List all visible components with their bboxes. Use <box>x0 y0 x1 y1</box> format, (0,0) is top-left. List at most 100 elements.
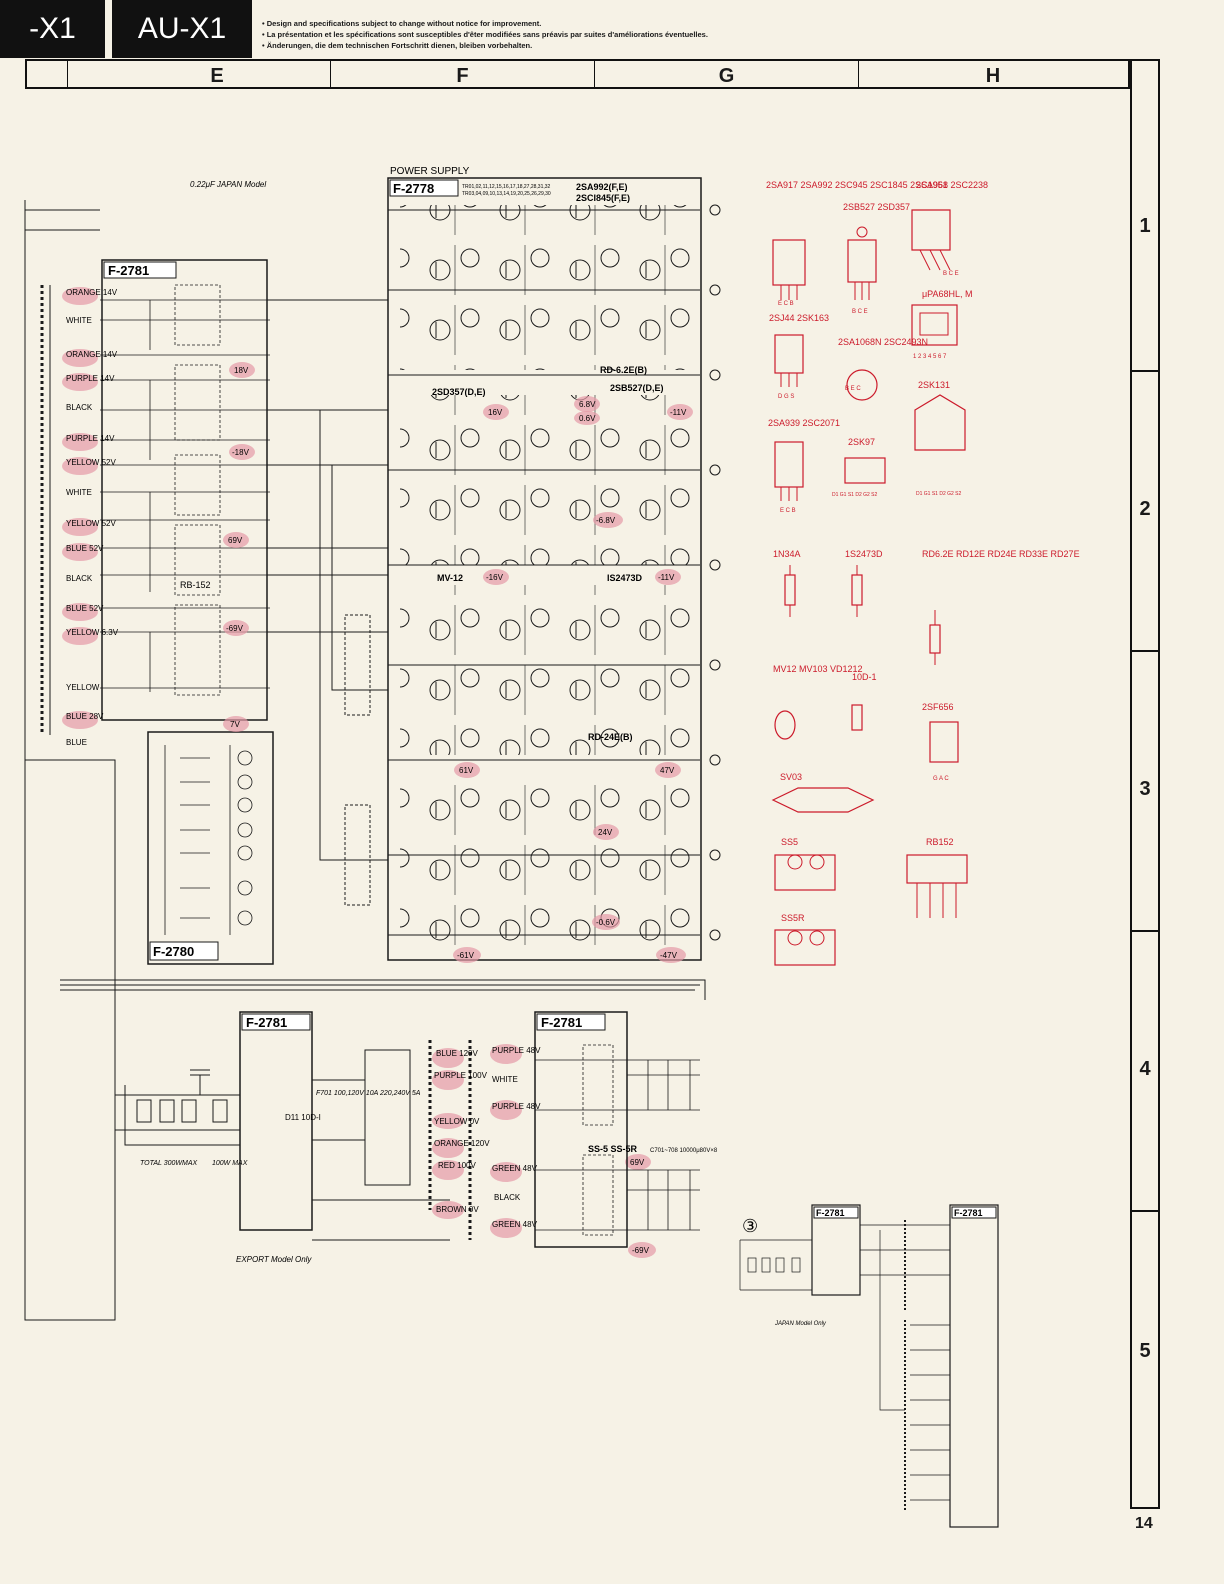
part-1n34a: 1N34A <box>773 549 801 617</box>
voltage-mark: -47V <box>660 951 678 960</box>
fuse-f701-note: F701 100,120V 10A 220,240V 5A <box>316 1090 421 1097</box>
xfmr-label: PURPLE 48V <box>492 1102 541 1111</box>
part-10d1: 10D-1 <box>851 672 877 731</box>
xfmr-label: PURPLE 100V <box>434 1071 488 1080</box>
board-label-f2780: F-2780 <box>153 944 194 959</box>
part-label: 2SJ44 2SK163 <box>769 313 829 323</box>
spec-note-en: Design and specifications subject to cha… <box>262 18 708 29</box>
voltage-marks: 18V -18V 69V -69V 7V -6.8V -11V 16V 6.8V… <box>223 362 693 1258</box>
voltage-mark: 7V <box>230 720 240 729</box>
total-max-note: TOTAL 300WMAX <box>140 1160 198 1167</box>
board-label-f2781-br: F-2781 <box>541 1015 582 1030</box>
voltage-mark: 16V <box>488 408 503 417</box>
board-label-f2781-inset-b: F-2781 <box>954 1208 983 1218</box>
fuse-d11-label: D11 10D-I <box>285 1113 321 1122</box>
tr-type-2sb527: 2SB527(D,E) <box>610 383 664 393</box>
japan-model-only-note: JAPAN Model Only <box>774 1321 827 1327</box>
wire-label: BLACK <box>66 574 93 583</box>
part-2sk97: 2SK97 D1 G1 S1 D2 G2 S2 <box>832 437 886 498</box>
part-rb152: RB152 <box>906 837 968 918</box>
xfmr-label: ORANGE 120V <box>434 1139 490 1148</box>
part-pins: 1 2 3 4 5 6 7 <box>913 354 947 360</box>
board-label-f2778: F-2778 <box>393 181 434 196</box>
voltage-mark: -18V <box>232 448 250 457</box>
varicap-mv12-label: MV-12 <box>437 573 463 583</box>
part-label: 2SA1068N 2SC2493N <box>838 337 928 347</box>
row-label-5: 5 <box>1139 1340 1151 1362</box>
part-pins: B E C <box>845 386 861 392</box>
part-label: 2SB527 2SD357 <box>843 202 910 212</box>
part-label: 2SA939 2SC2071 <box>768 418 840 428</box>
voltage-mark: -11V <box>670 408 687 417</box>
circle-three-marker: ③ <box>742 1216 758 1236</box>
tr-type-2sc1845: 2SCI845(F,E) <box>576 193 630 203</box>
part-pins: E C B <box>778 301 794 307</box>
part-label: RB152 <box>926 837 954 847</box>
part-label: 2SA917 2SA992 2SC945 2SC1845 2SC1951 <box>766 180 948 190</box>
voltage-mark: -61V <box>457 951 475 960</box>
part-2sa1068n: 2SA1068N 2SC2493N B E C <box>838 337 928 401</box>
spec-note-de: Änderungen, die dem technischen Fortschr… <box>262 40 708 51</box>
xfmr-label: PURPLE 48V <box>492 1046 541 1055</box>
col-label-e: E <box>210 65 224 87</box>
tr-ids-top2: TR03,04,09,10,13,14,19,20,25,26,29,30 <box>462 191 551 197</box>
part-2sa968: 2SA968 2SC2238 B C E <box>911 180 988 277</box>
wire-label: ORANGE 14V <box>66 350 118 359</box>
part-label: SV03 <box>780 772 802 782</box>
xfmr-label: YELLOW 0V <box>434 1117 480 1126</box>
model-tab-right: AU-X1 <box>112 0 252 58</box>
voltage-mark: 61V <box>459 766 474 775</box>
c701-label: C701~708 10000μ80V×8 <box>650 1148 718 1154</box>
board-f2781-bottom-right: F-2781 SS-5 SS-5R C701~708 10000μ80V×8 <box>534 1011 718 1248</box>
board-label-f2781-top: F-2781 <box>108 263 149 278</box>
row-label-4: 4 <box>1139 1058 1151 1080</box>
board-label-f2781-bl: F-2781 <box>246 1015 287 1030</box>
wire-label: BLUE 52V <box>66 544 104 553</box>
export-model-note: EXPORT Model Only <box>236 1255 312 1264</box>
board-f2780: F-2780 <box>147 731 274 965</box>
wire-label: WHITE <box>66 488 92 497</box>
part-mv12: MV12 MV103 VD1212 <box>773 664 863 740</box>
part-label: 2SF656 <box>922 702 954 712</box>
row-separator <box>1130 930 1160 932</box>
part-2sa917: 2SA917 2SA992 2SC945 2SC1845 2SC1951 E C… <box>766 180 948 307</box>
row-separator <box>1130 370 1160 372</box>
power-supply-title: POWER SUPPLY <box>390 166 470 177</box>
page-number: 14 <box>1135 1515 1153 1532</box>
wire-label-group: ORANGE 14V WHITE ORANGE 14V PURPLE 14V B… <box>62 287 119 747</box>
ac-input-section: TOTAL 300WMAX 100W MAX F-2781 D11 10D-I … <box>115 1011 472 1264</box>
wire-label: YELLOW 52V <box>66 519 116 528</box>
wire-label: YELLOW 52V <box>66 458 116 467</box>
zener-rd24e-label: RD-24E(B) <box>588 732 633 742</box>
board-f2781-top: F-2781 RB-152 <box>100 259 270 721</box>
voltage-mark: -11V <box>658 573 675 582</box>
hundred-max-note: 100W MAX <box>212 1160 248 1167</box>
voltage-mark: 24V <box>598 828 613 837</box>
wire-label: BLUE 52V <box>66 604 104 613</box>
tr-ids-top: TR01,02,11,12,15,16,17,18,27,28,31,32 <box>462 184 551 190</box>
xfmr-label: GREEN 48V <box>492 1164 538 1173</box>
xfmr-label: RED 100V <box>438 1161 476 1170</box>
voltage-mark: 47V <box>660 766 675 775</box>
xfmr-label: BLACK <box>494 1193 521 1202</box>
part-rd62e: RD6.2E RD12E RD24E RD33E RD27E <box>922 549 1080 665</box>
part-ss5r: SS5R <box>774 913 836 966</box>
part-label: 1N34A <box>773 549 801 559</box>
part-label: 10D-1 <box>852 672 877 682</box>
row-grid-frame <box>1130 59 1160 1509</box>
part-pins: E C B <box>780 508 796 514</box>
ss5-label: SS-5 SS-5R <box>588 1144 638 1154</box>
row-separator <box>1130 650 1160 652</box>
part-pins: B C E <box>852 309 868 315</box>
part-2sb527: 2SB527 2SD357 B C E <box>843 202 910 315</box>
left-edge-wiring <box>24 200 116 1321</box>
rectifier-rb152-label: RB-152 <box>180 580 211 590</box>
col-separator <box>330 61 331 87</box>
part-1s2473d: 1S2473D <box>845 549 883 617</box>
transformer-t702 <box>40 285 51 735</box>
part-2sj44: 2SJ44 2SK163 D G S <box>769 313 829 400</box>
part-upa68hl: μPA68HL, M 1 2 3 4 5 6 7 <box>911 289 973 360</box>
wire-label: YELLOW 6.3V <box>66 628 119 637</box>
wire-label: YELLOW <box>66 683 100 692</box>
inset-japan-diagram: ③ F-2781 F-2781 JAPAN Model Only <box>739 1204 999 1528</box>
